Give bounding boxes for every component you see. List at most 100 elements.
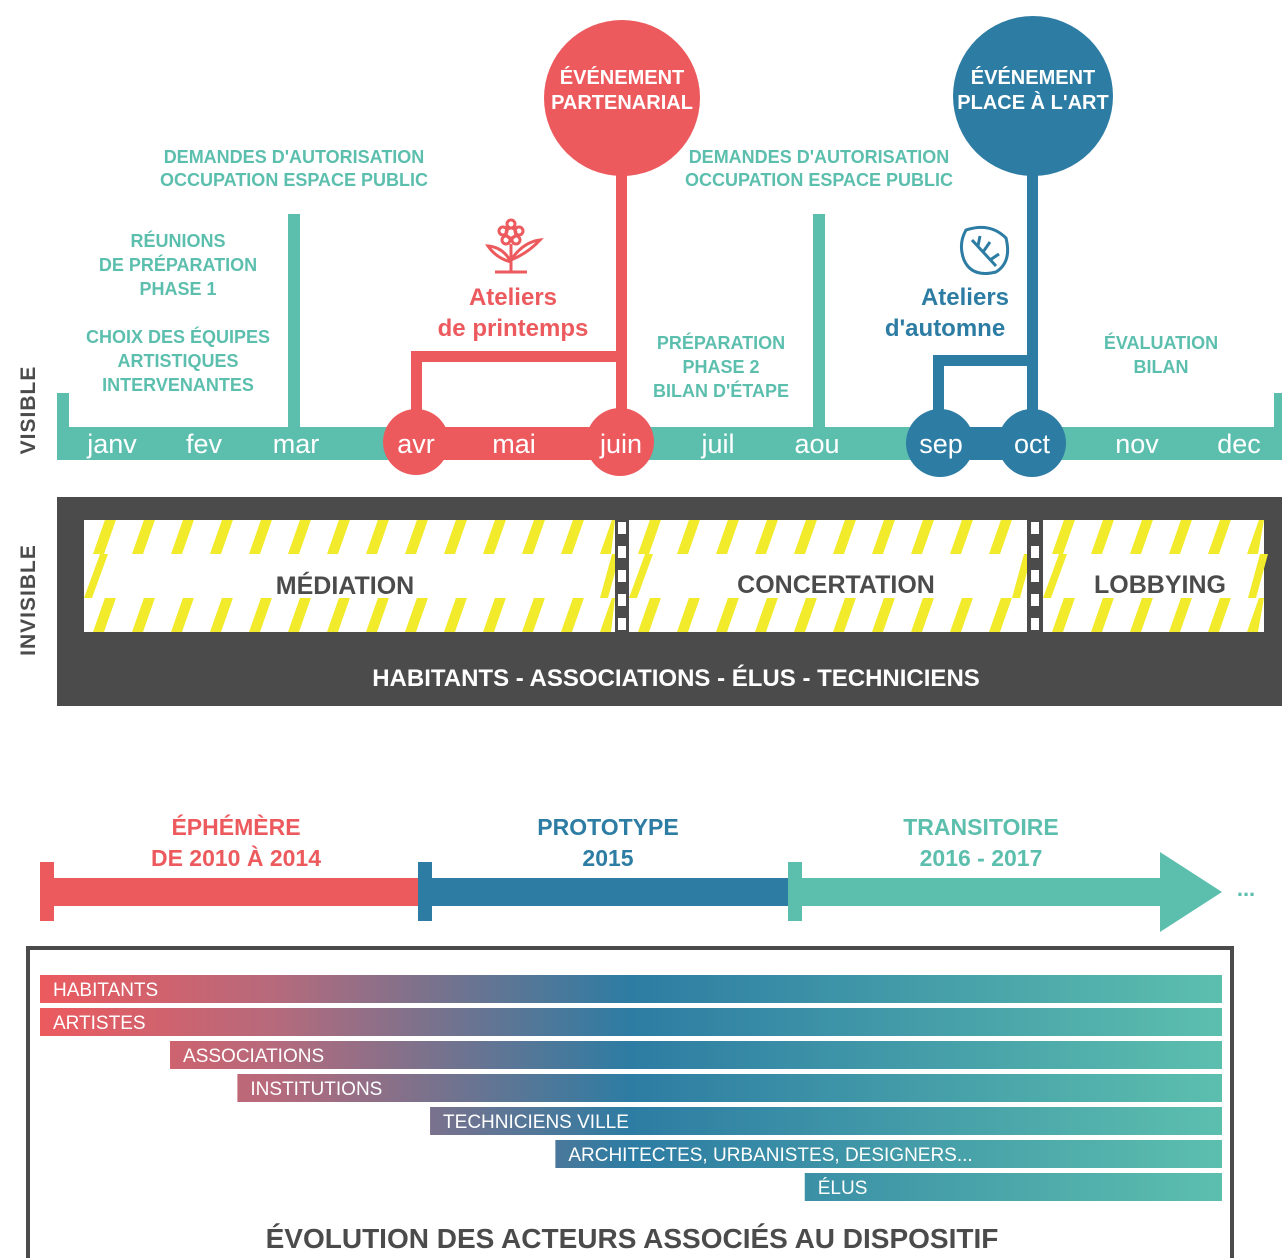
hazard-stripe — [210, 598, 233, 632]
hazard-stripe — [444, 598, 467, 632]
phases-timeline: ÉPHÉMÈRE DE 2010 À 2014 PROTOTYPE 2015 T… — [40, 813, 1255, 932]
event-circle-place-art — [953, 16, 1113, 176]
note-demandes-1: DEMANDES D'AUTORISATION — [164, 147, 425, 167]
autumn-bracket-top — [933, 355, 1037, 366]
hazard-stripe — [561, 598, 584, 632]
actor-label: ARCHITECTES, URBANISTES, DESIGNERS... — [568, 1145, 972, 1166]
hazard-stripe — [1052, 520, 1075, 554]
hazard-section-lobbying — [1043, 520, 1264, 632]
actor-bar — [555, 1140, 1222, 1168]
actor-label: ARTISTES — [53, 1013, 146, 1034]
hazard-stripe — [1208, 520, 1231, 554]
hazard-stripe — [522, 520, 545, 554]
hazard-stripe — [288, 598, 311, 632]
hazard-stripe — [833, 520, 856, 554]
hazard-stripe — [84, 554, 108, 598]
autumn-bracket-left — [933, 355, 944, 412]
section-label-lobbying: LOBBYING — [1094, 571, 1226, 599]
note-choix: CHOIX DES ÉQUIPES — [86, 326, 270, 347]
hazard-stripe — [327, 598, 350, 632]
hazard-stripe — [989, 598, 1012, 632]
hazard-stripe — [288, 520, 311, 554]
actor-bar — [804, 1173, 1222, 1201]
hazard-stripe — [366, 598, 389, 632]
actor-label: ÉLUS — [818, 1178, 868, 1199]
hazard-stripe — [716, 520, 739, 554]
month-label: aou — [794, 429, 839, 459]
month-circle-avr — [383, 409, 449, 475]
hazard-stripe — [716, 598, 739, 632]
month-circle-sep — [906, 409, 974, 477]
actor-bar — [170, 1041, 1222, 1069]
actor-label: ASSOCIATIONS — [183, 1046, 324, 1067]
hazard-stripe — [872, 520, 895, 554]
atelier-printemps-line1: Ateliers — [469, 284, 557, 311]
note-reunions: DE PRÉPARATION — [99, 254, 257, 275]
hazard-stripe — [1169, 520, 1192, 554]
phase-tick-start — [40, 862, 54, 921]
event-partenarial-line1: ÉVÉNEMENT — [560, 66, 684, 89]
autumn-stem — [1027, 165, 1038, 410]
hazard-stripe — [677, 598, 700, 632]
phase-label-transitoire: TRANSITOIRE — [903, 814, 1058, 840]
atelier-automne-line1: Ateliers — [921, 284, 1009, 311]
hazard-stripe — [1091, 520, 1114, 554]
note-evaluation: ÉVALUATION — [1104, 332, 1218, 353]
actor-label: INSTITUTIONS — [250, 1079, 382, 1100]
hazard-stripe — [93, 520, 116, 554]
event-place-art-line2: PLACE À L'ART — [957, 91, 1108, 114]
section-label-mediation: MÉDIATION — [276, 571, 414, 600]
hazard-stripe — [794, 598, 817, 632]
note-reunions: RÉUNIONS — [130, 230, 225, 251]
hazard-stripe — [1169, 598, 1192, 632]
event-place-art-line1: ÉVÉNEMENT — [971, 66, 1095, 89]
hazard-stripe — [249, 520, 272, 554]
hazard-stripe — [132, 598, 155, 632]
leaf-icon — [959, 225, 1010, 275]
hazard-stripe — [1130, 598, 1153, 632]
note-demandes-2: DEMANDES D'AUTORISATION — [689, 147, 950, 167]
spring-bracket-top — [411, 351, 627, 362]
hazard-stripe — [171, 598, 194, 632]
timeline-left-tick — [57, 393, 69, 460]
atelier-automne-line2: d'automne — [885, 315, 1005, 342]
phase-label-ephemere: DE 2010 À 2014 — [151, 844, 321, 871]
hazard-stripe — [1247, 598, 1264, 632]
phase-label-prototype: 2015 — [582, 845, 633, 871]
event-partenarial-line2: PARTENARIAL — [551, 92, 693, 114]
invisible-band-footer: HABITANTS - ASSOCIATIONS - ÉLUS - TECHNI… — [372, 664, 980, 692]
atelier-printemps-line2: de printemps — [438, 315, 589, 342]
actor-bar — [40, 1008, 1222, 1036]
phase-label-prototype: PROTOTYPE — [537, 814, 678, 840]
note-preparation: BILAN D'ÉTAPE — [653, 380, 789, 401]
month-label: fev — [186, 429, 223, 459]
hazard-stripe — [629, 554, 653, 598]
hazard-stripe — [522, 598, 545, 632]
hazard-stripe — [1247, 520, 1264, 554]
note-reunions: PHASE 1 — [139, 279, 216, 299]
phase-bar-transitoire — [790, 878, 1162, 906]
actor-bar — [237, 1074, 1223, 1102]
actors-panel: HABITANTSARTISTESASSOCIATIONSINSTITUTION… — [26, 946, 1234, 1258]
hazard-stripe — [483, 598, 506, 632]
hazard-stripe — [911, 598, 934, 632]
hazard-stripe — [132, 520, 155, 554]
hazard-stripe — [677, 520, 700, 554]
invisible-band: MÉDIATION CONCERTATION LOBBYING HABITANT… — [57, 497, 1282, 706]
hazard-stripe — [327, 520, 350, 554]
hazard-stripe — [638, 598, 661, 632]
hazard-stripe — [1052, 598, 1075, 632]
hazard-stripe — [794, 520, 817, 554]
hazard-section-mediation — [84, 520, 615, 632]
note-demandes-2: OCCUPATION ESPACE PUBLIC — [685, 170, 953, 190]
phase-tick-prototype — [418, 862, 432, 921]
event-circle-partenarial — [544, 20, 700, 176]
hazard-stripe — [1130, 520, 1153, 554]
note-evaluation: BILAN — [1134, 357, 1189, 377]
month-circle-juin — [586, 408, 654, 476]
phase-arrow-head — [1160, 852, 1222, 932]
hazard-stripe — [483, 520, 506, 554]
month-label: juin — [599, 429, 642, 459]
aou-marker — [813, 214, 825, 428]
section-label-concertation: CONCERTATION — [737, 571, 935, 599]
